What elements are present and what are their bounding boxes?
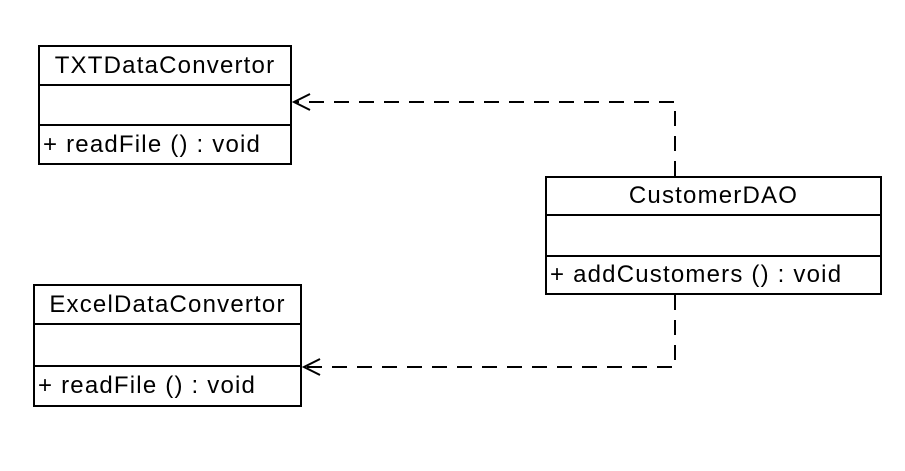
class-attributes-compartment (40, 84, 290, 124)
class-method: + readFile () : void (40, 124, 290, 163)
class-attributes-compartment (35, 323, 300, 365)
class-box-exceldataconvertor: ExcelDataConvertor + readFile () : void (33, 284, 302, 407)
class-box-txtdataconvertor: TXTDataConvertor + readFile () : void (38, 45, 292, 165)
class-attributes-compartment (547, 214, 880, 255)
class-name: TXTDataConvertor (54, 51, 276, 79)
class-box-customerdao: CustomerDAO + addCustomers () : void (545, 176, 882, 295)
class-method: + readFile () : void (35, 365, 300, 405)
dependency-line-customerdao-to-txtdataconvertor (296, 101, 676, 176)
open-arrowhead-icon (291, 93, 311, 111)
class-method: + addCustomers () : void (547, 255, 880, 293)
class-name: ExcelDataConvertor (49, 290, 286, 318)
dependency-line-customerdao-to-exceldataconvertor (306, 295, 676, 368)
open-arrowhead-icon (301, 358, 321, 376)
class-name: CustomerDAO (628, 182, 799, 209)
